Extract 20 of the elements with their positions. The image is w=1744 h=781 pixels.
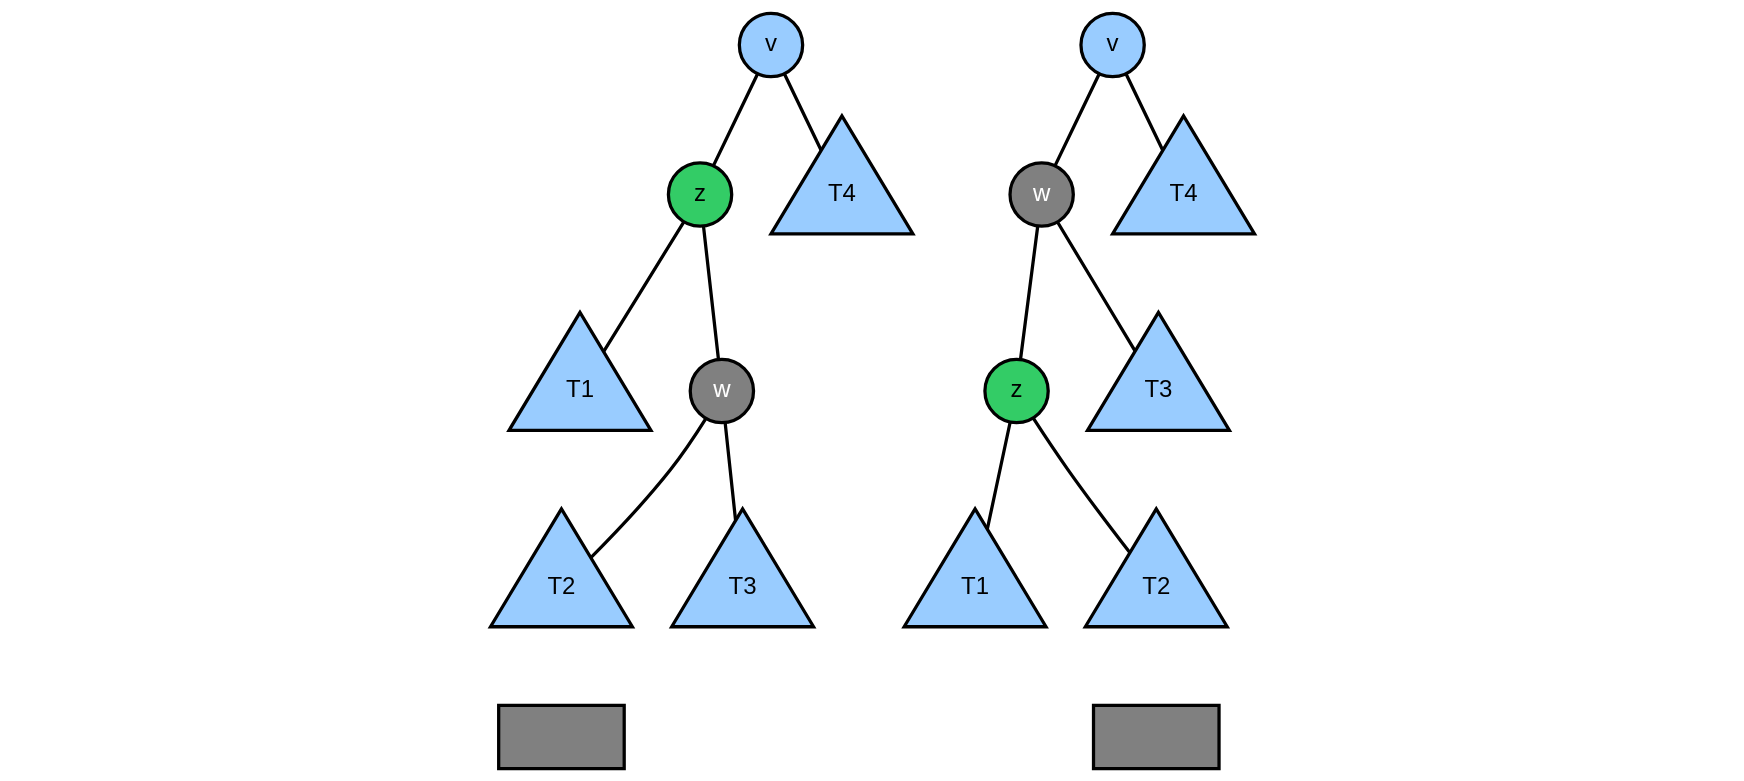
connector: [589, 417, 707, 558]
connector: [1018, 225, 1039, 360]
connector: [1031, 416, 1131, 554]
node-circle: z: [982, 357, 1050, 424]
connector: [1124, 72, 1164, 151]
node-circle: w: [688, 357, 755, 424]
node-circle: z: [666, 160, 733, 228]
connector: [782, 72, 823, 151]
connector: [985, 421, 1012, 529]
connector: [701, 225, 720, 359]
connector: [711, 72, 759, 166]
connector: [1053, 72, 1101, 166]
node-circle: v: [737, 11, 804, 78]
connector: [601, 220, 685, 352]
connector: [1055, 220, 1136, 352]
node-box: [496, 703, 626, 770]
node-circle: v: [1078, 11, 1146, 78]
connector: [723, 422, 737, 520]
node-circle: w: [1007, 160, 1075, 228]
node-box: [1091, 703, 1221, 770]
